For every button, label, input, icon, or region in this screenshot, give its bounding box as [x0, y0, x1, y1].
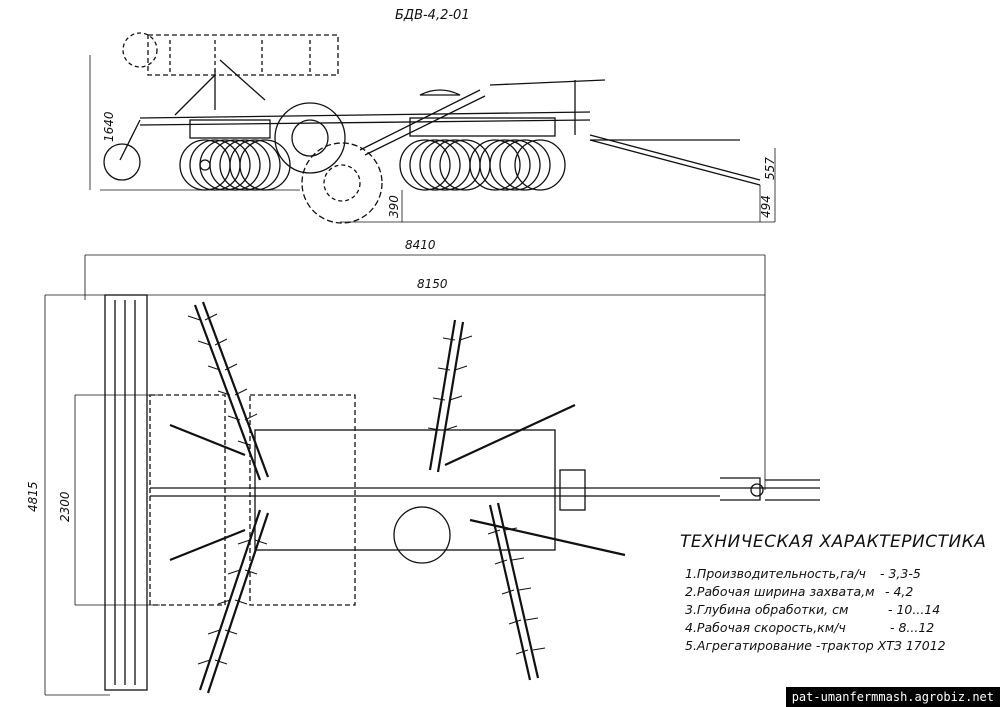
spec-value: - 4,2 [885, 584, 914, 599]
spec-row: 3.Глубина обработки, см - 10...14 [685, 602, 940, 617]
disc-teeth [187, 313, 546, 665]
transport-wheel [274, 102, 346, 174]
spec-label: 4.Рабочая скорость,км/ч [685, 620, 846, 635]
side-view [89, 32, 776, 224]
frame-outline [254, 429, 556, 551]
spec-label: 3.Глубина обработки, см [685, 602, 849, 617]
disc-gangs-top [169, 301, 626, 694]
spec-row: 4.Рабочая скорость,км/ч - 8...12 [685, 620, 934, 635]
support-wheel [103, 143, 141, 181]
spec-value: - 3,3-5 [880, 566, 921, 581]
dim-hitch-557: 557 [763, 157, 777, 180]
dim-ground-clearance: 390 [387, 195, 401, 218]
raised-roller-dashed [147, 34, 339, 76]
spec-row: 2.Рабочая ширина захвата,м - 4,2 [685, 584, 913, 599]
spec-value: - 10...14 [888, 602, 941, 617]
rear-disc-gangs [399, 139, 566, 191]
dim-frame-length: 8150 [417, 277, 448, 291]
spec-label: 1.Производительность,га/ч [685, 566, 866, 581]
wheel-top [393, 506, 451, 564]
transport-wheel-lowered [301, 142, 383, 224]
dim-overall-width: 4815 [26, 481, 40, 512]
watermark: pat-umanfermmash.agrobiz.net [785, 687, 1000, 707]
main-frame [139, 111, 591, 119]
spec-value: - 8...12 [890, 620, 935, 635]
dim-overall-length: 8410 [405, 238, 436, 252]
dim-hitch-494: 494 [759, 195, 773, 218]
model-title: БДВ-4,2-01 [395, 8, 470, 23]
spec-label: 2.Рабочая ширина захвата,м [685, 584, 875, 599]
packer-roller [104, 294, 148, 691]
dim-height: 1640 [102, 111, 116, 142]
specs-heading: ТЕХНИЧЕСКАЯ ХАРАКТЕРИСТИКА [680, 532, 987, 552]
drawbar [589, 134, 761, 181]
dim-track-width: 2300 [58, 491, 72, 522]
spec-row: 5.Агрегатирование -трактор ХТЗ 17012 [685, 638, 946, 653]
front-disc-gang [179, 139, 291, 191]
top-view [104, 294, 820, 694]
spec-row: 1.Производительность,га/ч - 3,3-5 [685, 566, 921, 581]
spec-label: 5.Агрегатирование -трактор ХТЗ 17012 [685, 638, 946, 653]
